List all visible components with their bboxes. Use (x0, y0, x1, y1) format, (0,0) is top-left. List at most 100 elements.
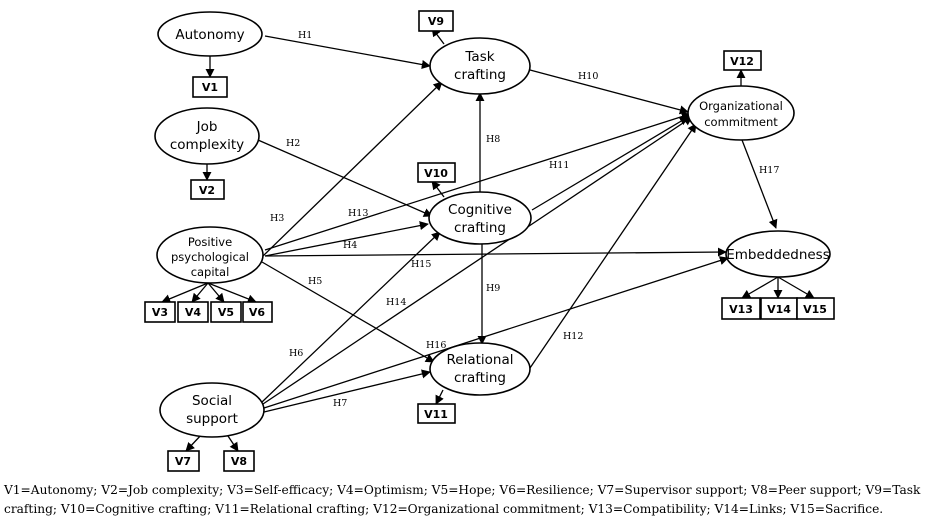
indicator-v4: V4 (177, 301, 209, 323)
indicator-v15: V15 (796, 297, 835, 320)
edge-h5 (261, 261, 435, 363)
label-h1: H1 (298, 30, 312, 41)
label-h10: H10 (578, 71, 598, 82)
label-h15: H15 (411, 259, 431, 270)
svg-text:V8: V8 (231, 455, 247, 468)
label-h17: H17 (759, 165, 779, 176)
label-h3: H3 (270, 213, 284, 224)
svg-text:Relational: Relational (447, 352, 514, 368)
indicator-v14: V14 (760, 297, 798, 320)
svg-text:V6: V6 (249, 306, 266, 319)
svg-text:complexity: complexity (170, 137, 244, 153)
svg-text:psychological: psychological (171, 250, 249, 264)
edge-h1 (264, 35, 431, 70)
node-organizational-commitment: Organizational commitment (687, 85, 795, 141)
svg-text:Task: Task (464, 49, 494, 65)
svg-text:commitment: commitment (704, 115, 778, 129)
edge-v4 (191, 282, 209, 303)
svg-text:V3: V3 (152, 306, 168, 319)
constructs: Autonomy Job complexity Positive psychol… (154, 11, 831, 438)
indicators: V1 V2 V3 V4 V5 V6 V7 V8 V9 V10 V11 V12 V… (144, 10, 835, 472)
svg-text:V11: V11 (424, 408, 448, 421)
edge-v3 (161, 282, 209, 304)
edges (161, 27, 815, 452)
indicator-v1: V1 (192, 76, 228, 98)
label-h7: H7 (333, 398, 347, 409)
label-h9: H9 (486, 283, 500, 294)
edge-h13 (264, 112, 691, 251)
label-h13: H13 (348, 208, 368, 219)
label-h14: H14 (386, 297, 406, 308)
node-relational-crafting: Relational crafting (429, 342, 531, 396)
indicator-v10: V10 (417, 162, 456, 183)
svg-text:support: support (186, 411, 238, 427)
edge-h4 (264, 221, 429, 257)
label-h4: H4 (343, 240, 357, 251)
edge-h11 (531, 116, 689, 211)
node-task-crafting: Task crafting (429, 37, 531, 95)
svg-text:V1: V1 (202, 81, 218, 94)
indicator-v13: V13 (721, 297, 761, 320)
edge-h6 (261, 231, 441, 403)
node-job-complexity: Job complexity (154, 107, 260, 165)
node-positive-psychological-capital: Positive psychological capital (156, 226, 264, 284)
indicator-v7: V7 (167, 450, 200, 472)
edge-v13 (741, 276, 779, 299)
svg-text:V10: V10 (424, 167, 448, 180)
label-h11: H11 (549, 160, 569, 171)
svg-text:V9: V9 (428, 15, 444, 28)
figure-caption: V1=Autonomy; V2=Job complexity; V3=Self-… (4, 483, 921, 516)
svg-text:crafting: crafting (454, 220, 506, 236)
edge-v11 (435, 389, 444, 405)
svg-text:V5: V5 (218, 306, 234, 319)
indicator-v2: V2 (190, 179, 225, 200)
edge-h2 (257, 139, 433, 217)
edge-v5 (207, 282, 225, 303)
svg-text:V14: V14 (767, 303, 791, 316)
label-h12: H12 (563, 331, 583, 342)
svg-text:capital: capital (191, 265, 230, 279)
indicator-v11: V11 (417, 403, 456, 424)
edge-v15 (777, 276, 815, 299)
edge-h3 (262, 81, 443, 257)
indicator-v12: V12 (723, 50, 762, 71)
node-embeddedness: Embeddedness (725, 230, 831, 278)
indicator-v9: V9 (418, 10, 454, 32)
edge-h15 (264, 247, 727, 257)
svg-text:Embeddedness: Embeddedness (726, 247, 830, 263)
svg-text:Organizational: Organizational (699, 99, 783, 113)
svg-text:Positive: Positive (188, 235, 232, 249)
svg-text:crafting: crafting (454, 67, 506, 83)
edge-h12 (529, 123, 697, 369)
edge-h10 (529, 69, 689, 115)
label-h8: H8 (486, 134, 500, 145)
svg-text:V2: V2 (199, 184, 215, 197)
svg-text:Cognitive: Cognitive (448, 202, 512, 218)
edge-h14 (262, 116, 693, 405)
label-h16: H16 (426, 340, 446, 351)
node-autonomy: Autonomy (157, 11, 263, 57)
indicator-v8: V8 (223, 450, 255, 472)
svg-text:V12: V12 (730, 55, 754, 68)
svg-text:V13: V13 (729, 303, 753, 316)
svg-text:Job: Job (196, 119, 218, 135)
edge-h7 (263, 369, 431, 413)
edge-h17 (741, 139, 778, 229)
svg-text:Social: Social (192, 393, 232, 409)
edge-v10 (431, 180, 445, 198)
indicator-v6: V6 (242, 301, 273, 323)
svg-text:V7: V7 (175, 455, 191, 468)
label-h5: H5 (308, 276, 322, 287)
label-h6: H6 (289, 348, 303, 359)
svg-text:crafting: crafting (454, 370, 506, 386)
edge-h16 (263, 256, 729, 409)
indicator-v5: V5 (210, 301, 242, 323)
svg-text:V15: V15 (803, 303, 827, 316)
path-diagram: H1 H2 H3 H4 H5 H6 H7 H8 H9 H10 H11 H12 H… (144, 10, 835, 472)
label-h2: H2 (286, 138, 300, 149)
svg-text:V4: V4 (185, 306, 202, 319)
svg-text:Autonomy: Autonomy (175, 27, 244, 43)
node-social-support: Social support (159, 382, 265, 438)
hypothesis-labels: H1 H2 H3 H4 H5 H6 H7 H8 H9 H10 H11 H12 H… (270, 30, 779, 409)
indicator-v3: V3 (144, 301, 176, 323)
